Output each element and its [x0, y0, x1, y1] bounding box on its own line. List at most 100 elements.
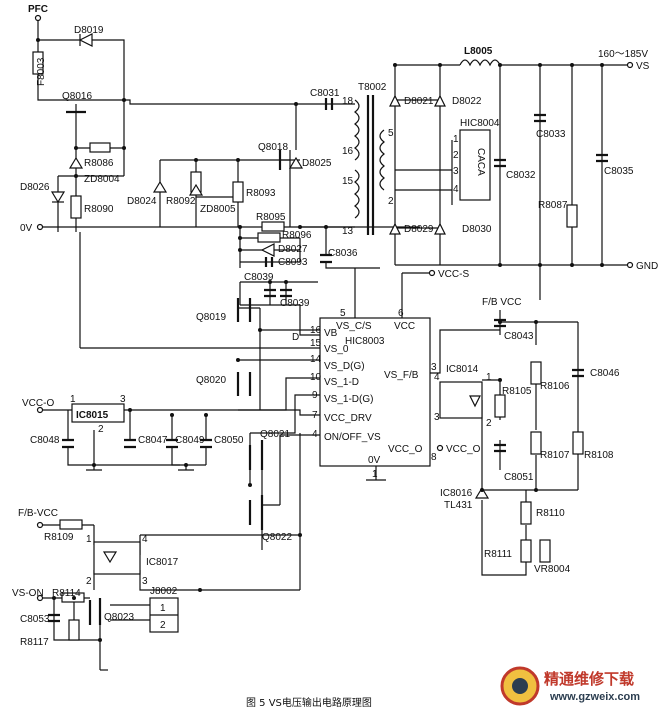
hic8003-pin-label-16: VB	[324, 328, 338, 339]
t8002-pin-15: 15	[342, 176, 354, 187]
diode-D8024	[152, 180, 168, 193]
label-IC8014: IC8014	[446, 364, 479, 375]
diode-D8021	[389, 94, 401, 107]
label-IC8015: IC8015	[76, 410, 109, 421]
label-TL431: TL431	[444, 500, 473, 511]
watermark-brand: 精通维修下载	[544, 670, 634, 688]
ic8017-pin-3: 3	[142, 576, 148, 587]
inductor-L8005	[459, 59, 501, 67]
label-D8027: D8027	[278, 244, 308, 255]
transformer-T8002	[354, 99, 385, 219]
t8002-pin-2: 2	[388, 196, 394, 207]
resistor-R8109	[59, 519, 83, 530]
capacitor-C8047	[124, 438, 136, 449]
net-label-fb-vcc-right: F/B VCC	[482, 297, 521, 308]
label-ZD8005: ZD8005	[200, 204, 236, 215]
diode-D8026	[50, 191, 66, 204]
components	[32, 33, 608, 671]
hic8003-pin-label-5: VS_C/S	[336, 321, 372, 332]
terminals	[34, 14, 634, 602]
label-C8047: C8047	[138, 435, 168, 446]
net-label-gnd: GND	[636, 261, 658, 272]
label-Q8019: Q8019	[196, 312, 226, 323]
hic8004-body: CACA	[475, 148, 486, 176]
label-R8105: R8105	[502, 386, 532, 397]
net-label-fb-vcc-left: F/B-VCC	[18, 508, 58, 519]
capacitor-C8053	[48, 613, 60, 623]
hic8003-pin-num-8: 8	[431, 452, 437, 463]
label-C8049: C8049	[175, 435, 205, 446]
t8002-pin-16: 16	[342, 146, 354, 157]
transistor-Q8019	[236, 298, 252, 322]
ic8017-pin-1: 1	[86, 534, 92, 545]
ic8014-pin-3: 3	[434, 412, 440, 423]
label-D8030: D8030	[462, 224, 492, 235]
wiring	[37, 20, 630, 670]
label-D8019: D8019	[74, 25, 104, 36]
label-VR8004: VR8004	[534, 564, 571, 575]
ic-HIC8003	[319, 317, 431, 467]
label-C8039b: C8039	[280, 298, 310, 309]
regulator-IC8015	[71, 403, 125, 423]
hic8003-pin-num-15: 15	[310, 338, 322, 349]
hic8003-pin-label-1: 0V	[368, 455, 381, 466]
capacitor-C8032	[494, 158, 506, 168]
label-IC8016: IC8016	[440, 488, 473, 499]
label-Q8016: Q8016	[62, 91, 92, 102]
ic8017-pin-4: 4	[142, 534, 148, 545]
capacitor-C8049	[166, 438, 178, 449]
label-C8053: C8053	[20, 614, 50, 625]
pot-VR8004	[539, 539, 551, 563]
resistor-R8106	[530, 361, 542, 385]
hic8003-pin-num-4: 4	[312, 429, 318, 440]
label-D8025: D8025	[302, 158, 332, 169]
resistor-R8095	[261, 221, 285, 232]
hic8003-pin-label-14: VS_D(G)	[324, 361, 365, 372]
label-ZD8004: ZD8004	[84, 174, 120, 185]
hic8004-pin-4: 4	[453, 184, 459, 195]
capacitor-C8051	[494, 443, 506, 453]
ic-HIC8003-name: HIC8003	[345, 336, 385, 347]
hic8003-pin-num-7: 7	[312, 410, 318, 421]
label-Q8020: Q8020	[196, 375, 226, 386]
label-Q8023: Q8023	[104, 612, 134, 623]
label-C8033: C8033	[536, 129, 566, 140]
label-C8035: C8035	[604, 166, 634, 177]
label-R8106: R8106	[540, 381, 570, 392]
capacitor-C8033	[534, 113, 546, 123]
diode-D8019	[78, 33, 93, 47]
capacitor-C8050	[200, 438, 212, 449]
label-C8051: C8051	[504, 472, 534, 483]
label-R8114: R8114	[52, 588, 81, 599]
hic8004-pin-2: 2	[453, 150, 459, 161]
ic8015-pin-3: 3	[120, 394, 126, 405]
net-label-vcc-o-left: VCC-O	[22, 398, 54, 409]
net-label-0v: 0V	[20, 223, 33, 234]
opto-IC8017	[93, 541, 141, 575]
diode-D8027	[260, 243, 275, 257]
capacitor-C8039b	[280, 288, 292, 298]
label-R8096: R8096	[282, 230, 312, 241]
label-R8086: R8086	[84, 158, 114, 169]
label-F8003: F8003	[36, 57, 47, 86]
label-C8046: C8046	[590, 368, 620, 379]
diode-D8029	[389, 222, 401, 235]
watermark-url: www.gzweix.com	[549, 691, 640, 703]
capacitor-C8093	[264, 257, 274, 267]
resistor-R8107	[530, 431, 542, 455]
label-R8107: R8107	[540, 450, 570, 461]
transistor-Q8021	[248, 440, 264, 470]
t8002-pin-5: 5	[388, 128, 394, 139]
label-D: D	[292, 332, 299, 343]
label-C8048: C8048	[30, 435, 60, 446]
hic8004-pin-3: 3	[453, 166, 459, 177]
label-R8087: R8087	[538, 200, 568, 211]
label-C8036: C8036	[328, 248, 358, 259]
junction-dots	[36, 38, 604, 642]
label-R8111: R8111	[484, 549, 512, 560]
net-label-vs-out: 160～185V	[598, 49, 648, 60]
resistor-R8090	[70, 195, 82, 219]
figure-caption: 图 5 VS电压输出电路原理图	[246, 696, 372, 709]
